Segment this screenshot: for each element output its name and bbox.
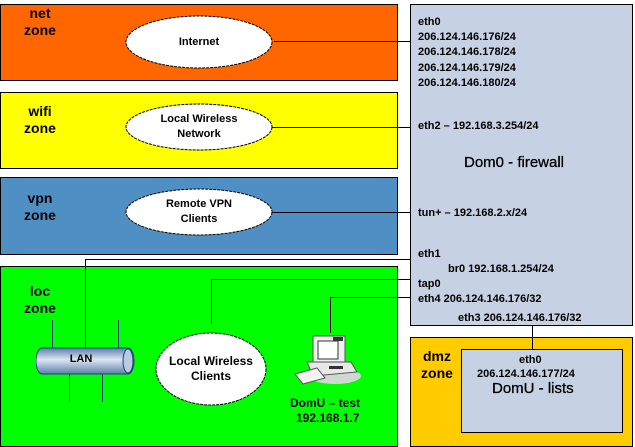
net-zone-label: net zone: [24, 5, 56, 38]
wifi-network-cloud-label: Local Wireless Network: [160, 113, 238, 140]
fw-eth0-ip-1: 206.124.146.176/24: [418, 31, 516, 43]
domu-test-name: DomU – test: [290, 396, 361, 410]
lan-tap: [118, 320, 119, 348]
fw-eth0-label: eth0: [418, 16, 441, 28]
lan-label: LAN: [69, 353, 93, 365]
link-internet-eth0: [274, 41, 410, 42]
vpn-zone-label: vpn zone: [24, 190, 56, 223]
fw-eth2: eth2 – 192.168.3.254/24: [418, 120, 539, 132]
domu-lists-host: [461, 349, 623, 433]
cloud-icon: [125, 103, 273, 151]
link-pc-eth4-h: [330, 297, 410, 298]
wifi-network-cloud: Local Wireless Network: [124, 102, 274, 152]
dmz-zone-label: dmz zone: [421, 348, 453, 381]
cloud-icon: [155, 332, 267, 406]
lan-tap: [102, 374, 103, 402]
link-fw-dmz: [532, 326, 533, 349]
link-lan-eth1-v: [85, 259, 86, 351]
lists-ip: 206.124.146.177/24: [477, 368, 575, 380]
computer-icon: [294, 335, 361, 385]
link-wifi-eth2: [272, 127, 410, 128]
fw-tap0: tap0: [418, 278, 441, 290]
loc-zone-label: loc zone: [24, 283, 56, 316]
cloud-icon: [125, 15, 273, 69]
fw-eth4: eth4 206.124.146.176/32: [418, 293, 542, 305]
fw-title: Dom0 - firewall: [464, 154, 565, 171]
vpn-clients-cloud: Remote VPN Clients: [124, 187, 274, 237]
lists-iface: eth0: [519, 354, 542, 366]
fw-br0: br0 192.168.1.254/24: [448, 263, 554, 275]
lists-title: DomU - lists: [492, 380, 574, 397]
vpn-clients-cloud-label: Remote VPN Clients: [165, 198, 233, 225]
internet-cloud: Internet: [124, 14, 274, 70]
lan-bus: LAN: [35, 347, 136, 375]
fw-eth1: eth1: [418, 248, 441, 260]
lan-tap: [52, 320, 53, 348]
internet-cloud-label: Internet: [178, 35, 220, 48]
fw-tun: tun+ – 192.168.2.x/24: [418, 207, 528, 219]
firewall-host: [410, 4, 633, 326]
wifi-zone-label: wifi zone: [24, 103, 56, 136]
link-clients-tap0-v: [211, 279, 212, 324]
lan-tap: [69, 374, 70, 402]
link-lan-eth1-h: [85, 259, 410, 260]
domu-test-host: [293, 332, 363, 390]
fw-eth3: eth3 206.124.146.176/32: [458, 312, 582, 324]
fw-eth0-ip-2: 206.124.146.178/24: [418, 46, 516, 58]
cloud-icon: [125, 188, 273, 236]
fw-eth0-ip-4: 206.124.146.180/24: [418, 77, 516, 89]
link-pc-eth4-v: [330, 297, 331, 333]
wireless-clients-cloud: Local Wireless Clients: [154, 331, 268, 407]
link-vpn-tun: [272, 212, 410, 213]
link-clients-tap0-h: [211, 279, 410, 280]
fw-eth0-ip-3: 206.124.146.179/24: [418, 62, 516, 74]
lan-cylinder-icon: [35, 347, 135, 375]
domu-test-ip: 192.168.1.7: [296, 411, 360, 425]
wireless-clients-cloud-label: Local Wireless Clients: [169, 354, 253, 383]
